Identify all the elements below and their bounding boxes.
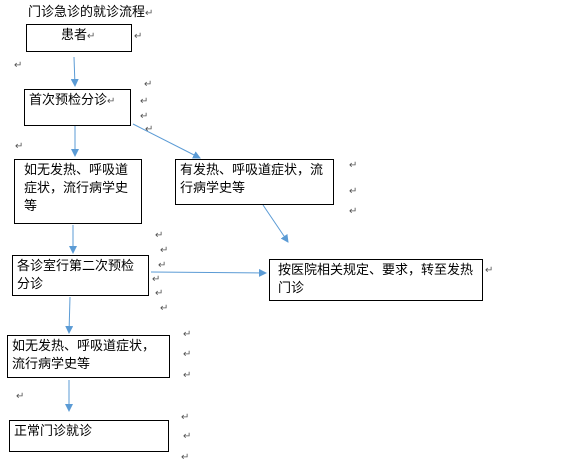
arrow-second-triage-to-no-fever-2 [65, 296, 74, 334]
diagram-title: 门诊急诊的就诊流程↵ [28, 4, 153, 23]
paragraph-mark: ↵ [349, 160, 358, 171]
paragraph-mark: ↵ [16, 391, 25, 402]
node-first-triage: 首次预检分诊↵ [24, 89, 131, 126]
node-normal-visit: 正常门诊就诊 [9, 420, 169, 452]
paragraph-mark: ↵ [160, 303, 169, 314]
arrow-second-triage-to-fever-clinic [150, 268, 267, 277]
arrow-patient-to-first-triage [70, 56, 79, 87]
arrow-has-fever-to-fever-clinic [262, 204, 289, 243]
node-second-triage: 各诊室行第二次预检分诊 [12, 255, 149, 296]
paragraph-mark: ↵ [160, 245, 169, 256]
paragraph-mark: ↵ [107, 96, 116, 107]
node-second-triage-label: 各诊室行第二次预检分诊 [17, 259, 135, 292]
paragraph-mark: ↵ [183, 329, 192, 340]
paragraph-mark: ↵ [140, 96, 149, 107]
node-has-fever: 有发热、呼吸道症状，流行病学史等 [175, 159, 334, 205]
node-fever-clinic-label: 按医院相关规定、要求，转至发热门诊 [278, 263, 474, 296]
paragraph-mark: ↵ [145, 8, 154, 19]
paragraph-mark: ↵ [349, 186, 358, 197]
paragraph-mark: ↵ [183, 370, 192, 381]
paragraph-mark: ↵ [144, 79, 153, 90]
node-first-triage-label: 首次预检分诊 [29, 93, 108, 108]
node-patient: 患者↵ [26, 24, 132, 52]
arrow-first-triage-to-has-fever [132, 123, 201, 159]
paragraph-mark: ↵ [87, 31, 96, 42]
paragraph-mark: ↵ [158, 260, 167, 271]
paragraph-mark: ↵ [14, 60, 23, 71]
paragraph-mark: ↵ [140, 111, 149, 122]
node-has-fever-label: 有发热、呼吸道症状，流行病学史等 [180, 163, 324, 196]
node-patient-label: 患者 [61, 28, 88, 43]
node-fever-clinic: 按医院相关规定、要求，转至发热门诊 [269, 259, 483, 301]
node-no-fever-1: 如无发热、呼吸道症状，流行病学史等 [14, 159, 142, 224]
paragraph-mark: ↵ [15, 141, 24, 152]
paragraph-mark: ↵ [155, 288, 164, 299]
paragraph-mark: ↵ [155, 230, 164, 241]
diagram-title-text: 门诊急诊的就诊流程 [28, 5, 146, 20]
paragraph-mark: ↵ [181, 412, 190, 423]
paragraph-mark: ↵ [183, 431, 192, 442]
paragraph-mark: ↵ [485, 265, 494, 276]
node-no-fever-2-label: 如无发热、呼吸道症状，流行病学史等 [12, 339, 156, 372]
paragraph-mark: ↵ [349, 206, 358, 217]
node-normal-visit-label: 正常门诊就诊 [14, 424, 93, 439]
paragraph-mark: ↵ [134, 31, 143, 42]
paragraph-mark: ↵ [183, 349, 192, 360]
paragraph-mark: ↵ [181, 452, 190, 463]
paragraph-mark: ↵ [152, 274, 161, 285]
paragraph-mark: ↵ [145, 124, 154, 135]
node-no-fever-2: 如无发热、呼吸道症状，流行病学史等 [7, 335, 170, 378]
node-no-fever-1-label: 如无发热、呼吸道症状，流行病学史等 [24, 163, 129, 214]
